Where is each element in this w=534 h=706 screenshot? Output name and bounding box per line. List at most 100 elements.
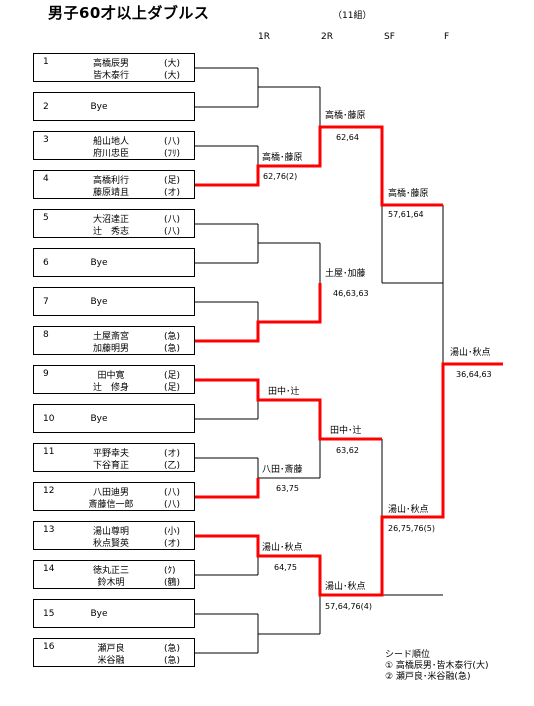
seed-entry-1: ① 高橋辰男･皆木泰行(大) — [385, 661, 489, 671]
entry-slot-2: 2 Bye — [33, 92, 195, 121]
r2-winner-3: 田中･辻 — [330, 426, 362, 436]
player-affiliation: (小) — [164, 527, 181, 537]
player-name: 鈴木明 — [97, 578, 125, 588]
page-title: 男子60才以上ダブルス — [48, 4, 210, 22]
bye-label: Bye — [90, 102, 108, 112]
entry-number: 5 — [43, 213, 49, 223]
r2-winner-4: 湯山･秋点 — [325, 582, 366, 592]
entry-number: 13 — [43, 525, 55, 535]
player-affiliation: (足) — [164, 383, 181, 393]
player-affiliation: (急) — [164, 656, 181, 666]
player-affiliation: (八) — [164, 227, 181, 237]
sf-winner-1: 高橋･藤原 — [388, 189, 429, 199]
entry-slot-3: 3 船山地人 (八) 府川忠臣 (ﾌﾘ) — [33, 131, 195, 160]
round-header-f: F — [444, 32, 450, 42]
entry-number: 11 — [43, 447, 55, 457]
r1-winner-1: 高橋･藤原 — [262, 153, 303, 163]
r1-winner-2: 田中･辻 — [268, 387, 300, 397]
player-affiliation: (急) — [164, 332, 181, 342]
entry-number: 9 — [43, 369, 49, 379]
entry-slot-5: 5 大沼達正 (八) 辻 秀志 (八) — [33, 209, 195, 238]
player-name: 秋点賢英 — [92, 539, 129, 549]
entry-slot-16: 16 瀬戸良 (急) 米谷融 (急) — [33, 638, 195, 667]
player-affiliation: (八) — [164, 215, 181, 225]
player-affiliation: (乙) — [164, 461, 181, 471]
player-affiliation: (八) — [164, 137, 181, 147]
bye-label: Bye — [90, 414, 108, 424]
entry-slot-6: 6 Bye — [33, 248, 195, 277]
sf-winner-2: 湯山･秋点 — [388, 505, 429, 515]
r1-score-4: 64,75 — [274, 563, 297, 572]
player-name: 斎藤信一郎 — [88, 500, 134, 510]
player-affiliation: (オ) — [164, 188, 181, 198]
winner-path — [195, 125, 443, 207]
player-name: 辻 修身 — [92, 383, 129, 393]
entry-number: 16 — [43, 642, 55, 652]
entry-number: 4 — [43, 174, 49, 184]
entry-slot-4: 4 高橋利行 (足) 藤原靖且 (オ) — [33, 170, 195, 199]
player-name: 平野幸夫 — [92, 449, 129, 459]
bye-label: Bye — [90, 258, 108, 268]
player-affiliation: (急) — [164, 344, 181, 354]
entry-slot-8: 8 土屋斎宮 (急) 加藤明男 (急) — [33, 326, 195, 355]
r2-winner-2: 土屋･加藤 — [325, 269, 366, 279]
player-name: 船山地人 — [92, 137, 129, 147]
entry-number: 7 — [43, 297, 49, 307]
player-affiliation: (八) — [164, 488, 181, 498]
final-score: 36,64,63 — [456, 370, 492, 379]
bye-label: Bye — [90, 609, 108, 619]
entry-number: 2 — [43, 102, 49, 112]
winner-path — [195, 283, 322, 343]
player-affiliation: (大) — [164, 59, 181, 69]
r2-score-4: 57,64,76(4) — [325, 602, 372, 611]
player-affiliation: (八) — [164, 500, 181, 510]
entry-number: 15 — [43, 609, 55, 619]
entry-number: 6 — [43, 258, 49, 268]
round-header-1r: 1R — [258, 32, 270, 42]
player-name: 米谷融 — [97, 656, 125, 666]
champion-name: 湯山･秋点 — [450, 348, 491, 358]
entry-number: 10 — [43, 414, 55, 424]
player-name: 土屋斎宮 — [92, 332, 129, 342]
player-affiliation: (足) — [164, 176, 181, 186]
winner-path — [195, 478, 260, 499]
entry-slot-14: 14 徳丸正三 (ｸ) 鈴木明 (鶴) — [33, 560, 195, 589]
entry-slot-12: 12 八田迪男 (八) 斎藤信一郎 (八) — [33, 482, 195, 511]
player-name: 八田迪男 — [92, 488, 129, 498]
entry-slot-1: 1 高橋辰男 (大) 皆木泰行 (大) — [33, 53, 195, 82]
player-affiliation: (オ) — [164, 449, 181, 459]
player-affiliation: (足) — [164, 371, 181, 381]
r2-score-3: 63,62 — [336, 446, 359, 455]
player-name: 下谷育正 — [92, 461, 129, 471]
entry-slot-10: 10 Bye — [33, 404, 195, 433]
entry-number: 1 — [43, 57, 49, 67]
entry-number: 14 — [43, 564, 55, 574]
player-name: 皆木泰行 — [92, 71, 129, 81]
round-header-2r: 2R — [321, 32, 333, 42]
entry-slot-15: 15 Bye — [33, 599, 195, 628]
player-affiliation: (ﾌﾘ) — [164, 149, 181, 159]
player-affiliation: (大) — [164, 71, 181, 81]
player-affiliation: (急) — [164, 644, 181, 654]
group-label: （11組） — [333, 11, 372, 21]
r2-score-2: 46,63,63 — [333, 289, 369, 298]
entry-slot-11: 11 平野幸夫 (オ) 下谷育正 (乙) — [33, 443, 195, 472]
seed-entry-2: ② 瀬戸良･米谷融(急) — [385, 672, 471, 682]
player-affiliation: (ｸ) — [164, 566, 176, 576]
player-name: 大沼達正 — [92, 215, 129, 225]
sf-score-1: 57,61,64 — [388, 210, 424, 219]
entry-slot-9: 9 田中寛 (足) 辻 修身 (足) — [33, 365, 195, 394]
player-name: 瀬戸良 — [97, 644, 125, 654]
r1-winner-4: 湯山･秋点 — [262, 543, 303, 553]
bye-label: Bye — [90, 297, 108, 307]
player-name: 辻 秀志 — [92, 227, 129, 237]
r2-winner-1: 高橋･藤原 — [325, 111, 366, 121]
entry-number: 8 — [43, 330, 49, 340]
r1-score-3: 63,75 — [276, 484, 299, 493]
r1-score-1: 62,76(2) — [263, 172, 298, 181]
entry-number: 12 — [43, 486, 55, 496]
player-name: 徳丸正三 — [92, 566, 129, 576]
player-name: 田中寛 — [97, 371, 125, 381]
entry-number: 3 — [43, 135, 49, 145]
entry-slot-13: 13 湯山尊明 (小) 秋点賢英 (オ) — [33, 521, 195, 550]
